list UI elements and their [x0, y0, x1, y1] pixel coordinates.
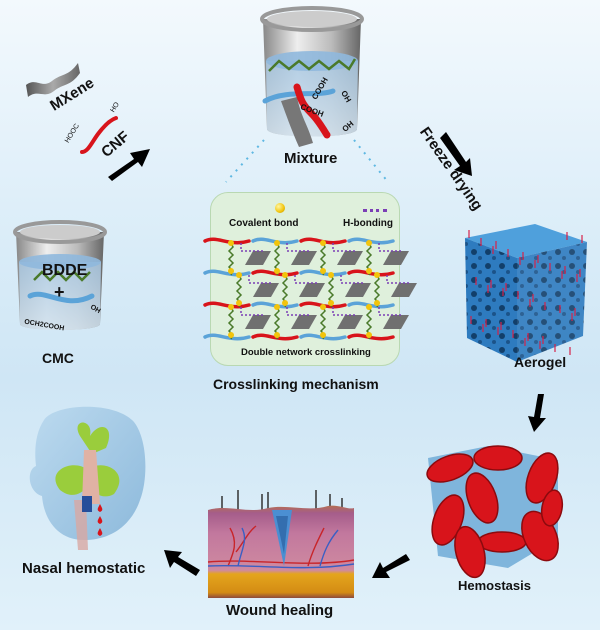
hemostasis-label: Hemostasis [458, 578, 531, 593]
red-blood-cell [431, 494, 465, 546]
wound-healing-label: Wound healing [226, 602, 334, 619]
mxene-sheet [337, 251, 363, 265]
covalent-bond-dot [228, 304, 234, 310]
cmc-beaker [10, 218, 110, 343]
h-bond [286, 243, 311, 252]
cmc-label: CMC [42, 350, 74, 366]
mxene-sheet [253, 283, 279, 297]
covalent-bond-dot [320, 240, 326, 246]
covalent-bond-dot [274, 304, 280, 310]
mxene-sheet [383, 315, 409, 329]
polymer-chain [299, 237, 347, 245]
covalent-bond-dot [320, 332, 326, 338]
arrow-to-hemostasis-icon [524, 392, 548, 437]
polymer-chain [251, 269, 299, 277]
covalent-bond-dot [366, 240, 372, 246]
red-blood-cell [454, 525, 486, 579]
mxene-sheet [345, 283, 371, 297]
covalent-bond-dot [274, 268, 280, 274]
covalent-bond-dot [374, 300, 380, 306]
red-blood-cell [426, 453, 474, 483]
mxene-sheet [245, 315, 271, 329]
mxene-sheet [291, 251, 317, 265]
h-bond [248, 275, 273, 284]
head-nasal-image [14, 400, 154, 555]
arrow-to-mixture-icon [104, 145, 154, 190]
covalent-bond-dot [236, 300, 242, 306]
mxene-sheet [299, 283, 325, 297]
h-bond [240, 243, 265, 252]
mxene-sheet [337, 315, 363, 329]
covalent-bond-dot [228, 332, 234, 338]
mechanism-caption: Double network crosslinking [241, 347, 371, 358]
covalent-bond-dot [366, 268, 372, 274]
covalent-bond-symbol-icon [275, 203, 285, 213]
covalent-bond-dot [228, 268, 234, 274]
mixture-label: Mixture [284, 150, 338, 167]
aerogel-label: Aerogel [514, 354, 567, 370]
mxene-sheet [391, 283, 417, 297]
polymer-chain [299, 333, 347, 341]
covalent-bond-dot [274, 332, 280, 338]
covalent-bond-dot [366, 332, 372, 338]
legend-covalent-bond: Covalent bond [229, 218, 299, 229]
hemostasis-image [418, 438, 568, 583]
mxene-sheet [245, 251, 271, 265]
mixture-beaker [257, 5, 367, 150]
arrow-to-wound-icon [370, 552, 410, 587]
h-bond [286, 307, 311, 316]
mxene-sheet-icon [22, 55, 82, 108]
h-bond [340, 275, 365, 284]
polymer-chain [203, 269, 251, 277]
mxene-sheet [383, 251, 409, 265]
covalent-bond-dot [366, 304, 372, 310]
red-blood-cell [540, 489, 564, 527]
covalent-bond-dot [320, 268, 326, 274]
covalent-bond-dot [328, 272, 334, 278]
polymer-chain [203, 333, 251, 341]
covalent-bond-dot [282, 300, 288, 306]
polymer-chain [203, 301, 251, 309]
covalent-bond-dot [328, 300, 334, 306]
red-blood-cell [525, 452, 559, 504]
covalent-bond-dot [274, 240, 280, 246]
legend-h-bonding: H-bonding [343, 218, 393, 229]
mechanism-title: Crosslinking mechanism [213, 376, 379, 392]
polymer-chain [299, 301, 347, 309]
red-blood-cell [477, 531, 527, 553]
red-blood-cell [473, 445, 523, 471]
mechanism-panel: Covalent bond H-bonding Double network c… [203, 192, 417, 366]
h-bond [386, 275, 411, 284]
bdde-label: BDDE [42, 262, 88, 279]
h-bond [332, 307, 357, 316]
covalent-bond-dot [282, 272, 288, 278]
polymer-chain [251, 333, 299, 341]
h-bond [378, 307, 403, 316]
polymer-chain [251, 301, 299, 309]
h-bond [294, 275, 319, 284]
polymer-chain [299, 269, 347, 277]
nasal-hemostatic-label: Nasal hemostatic [22, 560, 146, 577]
covalent-bond-dot [236, 272, 242, 278]
h-bond [240, 307, 265, 316]
plus-sign: + [54, 282, 65, 302]
polymer-chain [251, 237, 299, 245]
skin-wound-image [207, 482, 358, 603]
cnf-fiber-icon [78, 112, 122, 161]
arrow-to-nasal-icon [160, 548, 200, 583]
covalent-bond-dot [228, 240, 234, 246]
covalent-bond-dot [320, 304, 326, 310]
mxene-sheet [291, 315, 317, 329]
h-bond [332, 243, 357, 252]
covalent-bond-dot [374, 272, 380, 278]
aerogel-cube-image [455, 218, 595, 373]
polymer-chain [203, 237, 251, 245]
h-bond [378, 243, 403, 252]
freeze-drying-arrow-icon [438, 130, 478, 185]
h-bonding-symbol-icon [363, 209, 387, 212]
network-diagram [203, 237, 417, 341]
red-blood-cell [465, 472, 499, 524]
